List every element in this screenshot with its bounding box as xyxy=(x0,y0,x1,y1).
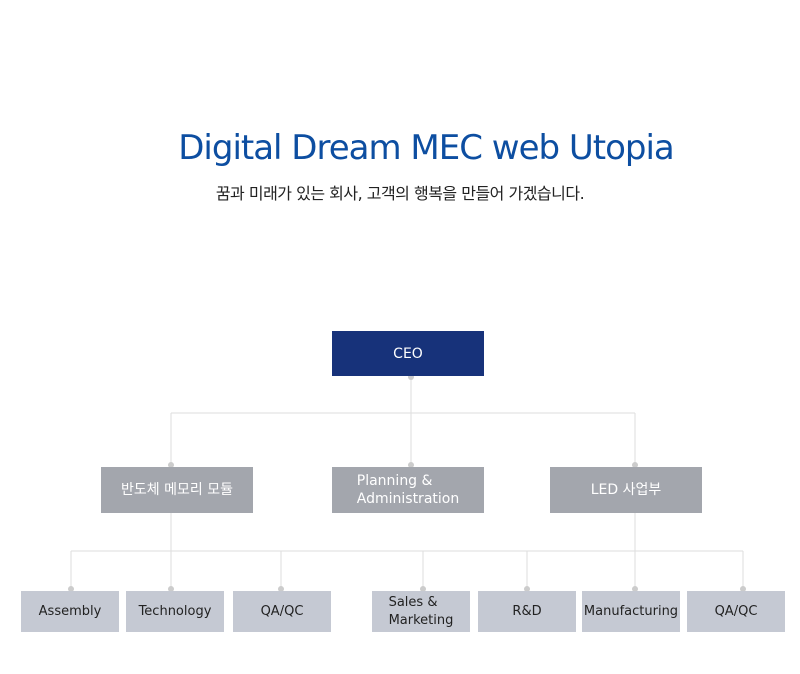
team-manufacturing: Manufacturing xyxy=(582,591,680,632)
team-qaqc: QA/QC xyxy=(233,591,331,632)
team-qaqc-led: QA/QC xyxy=(687,591,785,632)
team-technology: Technology xyxy=(126,591,224,632)
team-rnd: R&D xyxy=(478,591,576,632)
division-semiconductor-memory: 반도체 메모리 모듈 xyxy=(101,467,253,513)
page-subtitle: 꿈과 미래가 있는 회사, 고객의 행복을 만들어 가겠습니다. xyxy=(215,184,585,203)
page-title: Digital Dream MEC web Utopia xyxy=(178,128,675,168)
division-led: LED 사업부 xyxy=(550,467,702,513)
team-sales-marketing: Sales & Marketing xyxy=(372,591,470,632)
ceo-node: CEO xyxy=(332,331,484,376)
division-planning: Planning & Administration xyxy=(332,467,484,513)
team-assembly: Assembly xyxy=(21,591,119,632)
